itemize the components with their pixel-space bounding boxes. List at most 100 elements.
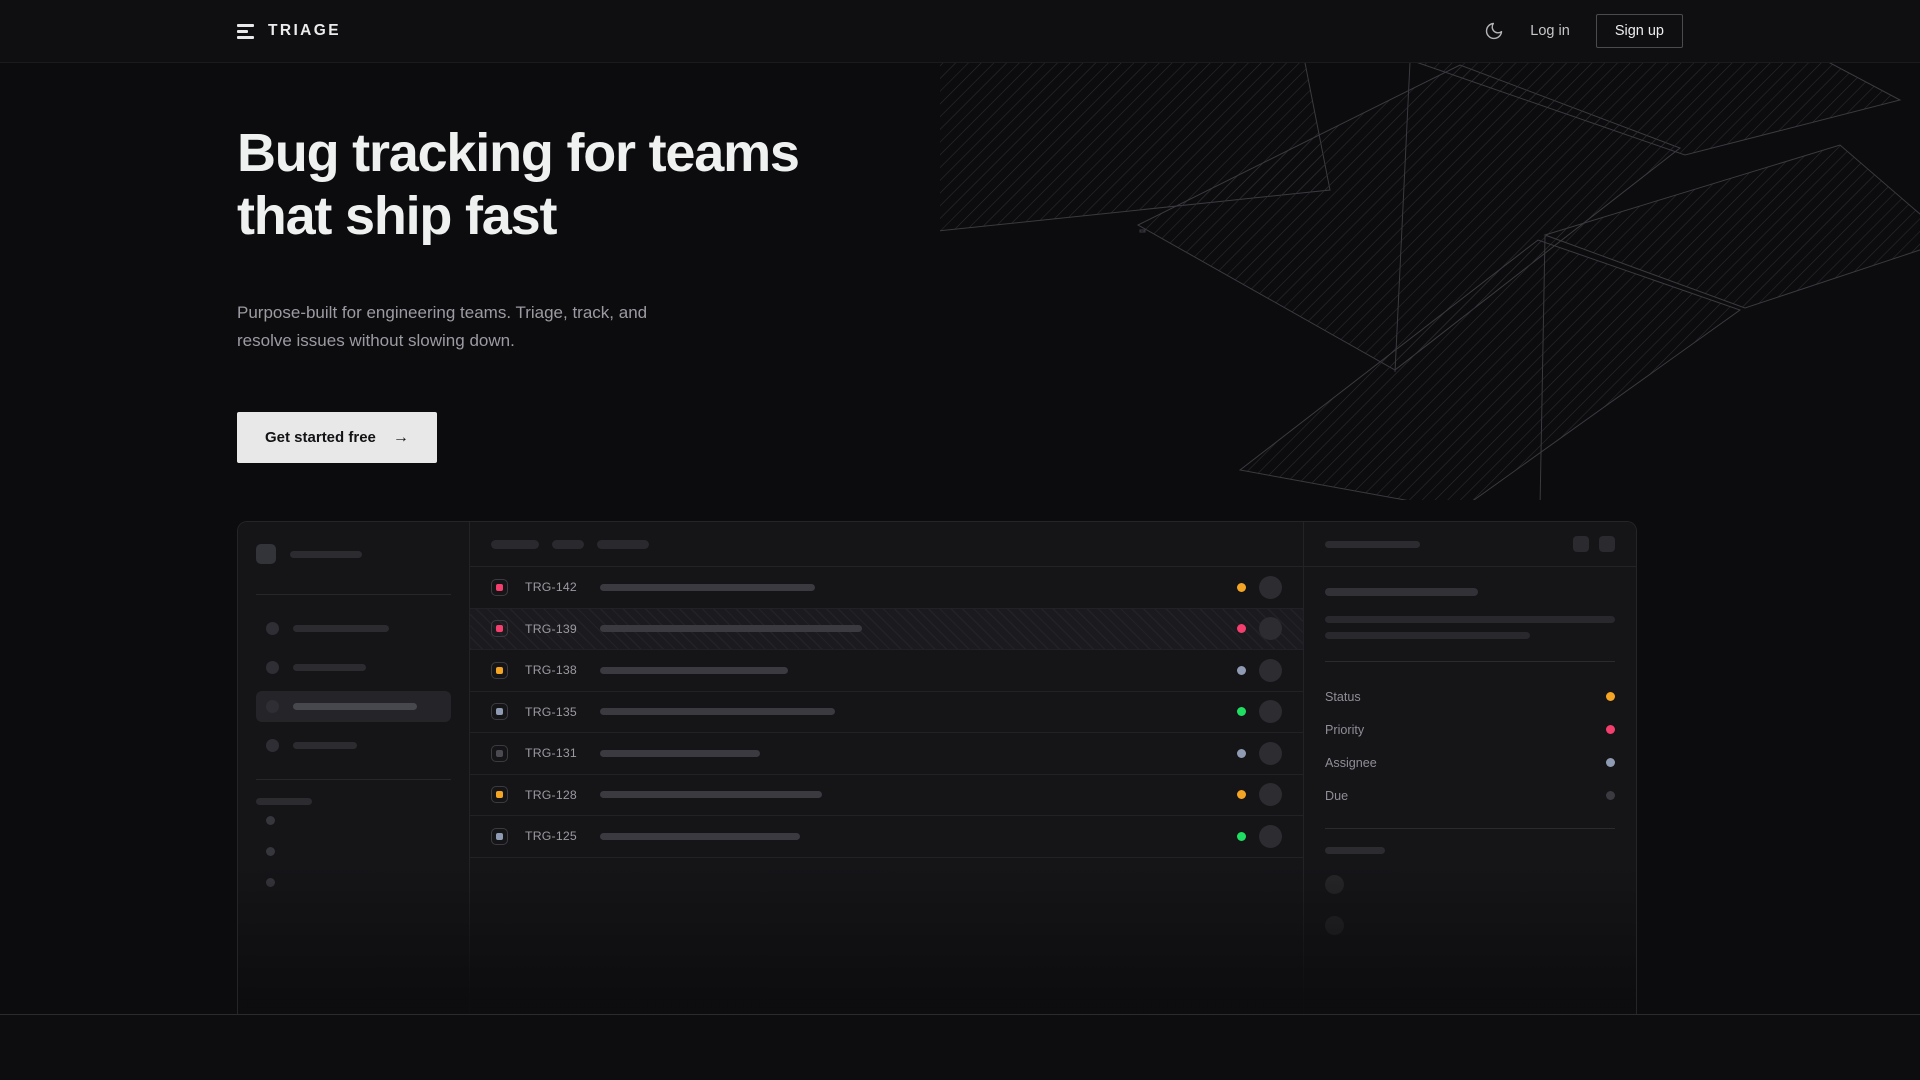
sidebar-item-3[interactable] — [256, 691, 451, 722]
arrow-right-icon: → — [392, 428, 409, 446]
table-row[interactable]: TRG-135 — [470, 692, 1303, 733]
issue-id: TRG-125 — [525, 829, 577, 844]
meta-row-status[interactable]: Status — [1325, 680, 1615, 713]
issue-id: TRG-138 — [525, 663, 577, 678]
table-row[interactable]: TRG-139 — [470, 608, 1303, 650]
table-row[interactable]: TRG-131 — [470, 733, 1303, 775]
issue-title-placeholder — [600, 583, 815, 591]
row-meta — [1237, 783, 1282, 807]
hero-section: Bug tracking for teams that ship fast Pu… — [237, 122, 800, 464]
priority-indicator — [491, 744, 508, 762]
avatar — [1259, 617, 1282, 641]
cta-label: Get started free — [265, 429, 376, 447]
detail-activity-label-placeholder — [1325, 847, 1385, 854]
row-meta — [1237, 575, 1282, 599]
issue-title-placeholder — [600, 666, 788, 674]
avatar — [1325, 916, 1344, 935]
avatar — [1259, 658, 1282, 682]
priority-indicator — [491, 661, 508, 679]
sidebar-item-icon — [266, 739, 279, 752]
login-link[interactable]: Log in — [1530, 23, 1570, 39]
meta-row-assignee[interactable]: Assignee — [1325, 746, 1615, 779]
footer-divider — [0, 1014, 1920, 1015]
avatar — [1259, 783, 1282, 807]
detail-divider — [1325, 661, 1615, 662]
page-title: Bug tracking for teams that ship fast — [237, 123, 800, 246]
get-started-button[interactable]: Get started free → — [237, 412, 437, 464]
sidebar-item-label-placeholder — [293, 664, 366, 671]
issue-id: TRG-131 — [525, 746, 577, 761]
sidebar-mini-item-1[interactable] — [256, 805, 451, 836]
issue-id: TRG-139 — [525, 621, 577, 636]
sidebar-nav-list — [256, 613, 451, 761]
sidebar-item-2[interactable] — [256, 652, 451, 683]
table-row[interactable]: TRG-138 — [470, 650, 1303, 692]
signup-button[interactable]: Sign up — [1595, 14, 1683, 48]
activity-item-1 — [1325, 864, 1615, 905]
sidebar-item-label-placeholder — [293, 703, 417, 710]
table-row[interactable]: TRG-128 — [470, 775, 1303, 816]
ribbon-svg — [940, 40, 1920, 500]
toolbar-chip-2[interactable] — [552, 539, 584, 549]
sidebar-item-1[interactable] — [256, 613, 451, 644]
priority-indicator — [491, 786, 508, 804]
workspace-name-placeholder — [290, 550, 362, 558]
status-dot — [1237, 665, 1246, 675]
workspace-avatar-placeholder — [256, 544, 276, 564]
row-meta — [1237, 741, 1282, 765]
sidebar-workspace-header[interactable] — [256, 544, 451, 564]
meta-value-dot — [1606, 725, 1615, 734]
row-meta — [1237, 658, 1282, 682]
mock-sidebar — [238, 522, 470, 1016]
meta-label: Due — [1325, 788, 1349, 803]
moon-icon[interactable] — [1484, 21, 1504, 41]
status-dot — [1237, 582, 1246, 592]
meta-value-dot — [1606, 692, 1615, 701]
brand-logo[interactable]: TRIAGE — [237, 22, 341, 40]
priority-indicator — [491, 578, 508, 596]
issue-title-placeholder — [600, 708, 835, 716]
detail-action-button-1[interactable] — [1573, 536, 1589, 552]
issue-id: TRG-135 — [525, 704, 577, 719]
meta-label: Priority — [1325, 722, 1365, 737]
detail-description-placeholder — [1325, 616, 1615, 639]
avatar — [1325, 875, 1344, 894]
issue-list-toolbar — [470, 522, 1303, 567]
priority-indicator — [491, 827, 508, 845]
site-footer — [0, 1015, 1920, 1080]
sidebar-section — [256, 798, 451, 898]
stacked-bars-icon — [237, 23, 254, 39]
detail-action-buttons — [1573, 536, 1615, 552]
detail-action-button-2[interactable] — [1599, 536, 1615, 552]
toolbar-chip-3[interactable] — [597, 539, 649, 549]
sidebar-mini-item-2[interactable] — [256, 836, 451, 867]
detail-body-line-1 — [1325, 616, 1615, 623]
activity-item-2 — [1325, 905, 1615, 946]
table-row[interactable]: TRG-125 — [470, 816, 1303, 858]
table-row[interactable]: TRG-142 — [470, 567, 1303, 609]
site-header: TRIAGE Log in Sign up — [0, 0, 1920, 63]
sidebar-divider-top — [256, 594, 451, 595]
issue-id: TRG-128 — [525, 787, 577, 802]
detail-activity-avatars — [1325, 864, 1615, 946]
toolbar-chip-1[interactable] — [491, 539, 539, 549]
priority-indicator — [491, 703, 508, 721]
brand-name: TRIAGE — [268, 22, 341, 39]
sidebar-item-4[interactable] — [256, 730, 451, 761]
sidebar-mini-item-3[interactable] — [256, 867, 451, 898]
sidebar-section-label-placeholder — [256, 798, 312, 805]
sidebar-item-icon — [266, 622, 279, 635]
header-actions: Log in Sign up — [1484, 14, 1683, 48]
meta-row-priority[interactable]: Priority — [1325, 713, 1615, 746]
meta-row-due[interactable]: Due — [1325, 779, 1615, 812]
meta-value-dot — [1606, 791, 1615, 800]
decorative-ribbons-graphic — [940, 40, 1920, 500]
detail-body-line-2 — [1325, 632, 1530, 639]
issue-id: TRG-142 — [525, 580, 577, 595]
row-meta — [1237, 824, 1282, 848]
issue-title-placeholder — [600, 791, 822, 799]
